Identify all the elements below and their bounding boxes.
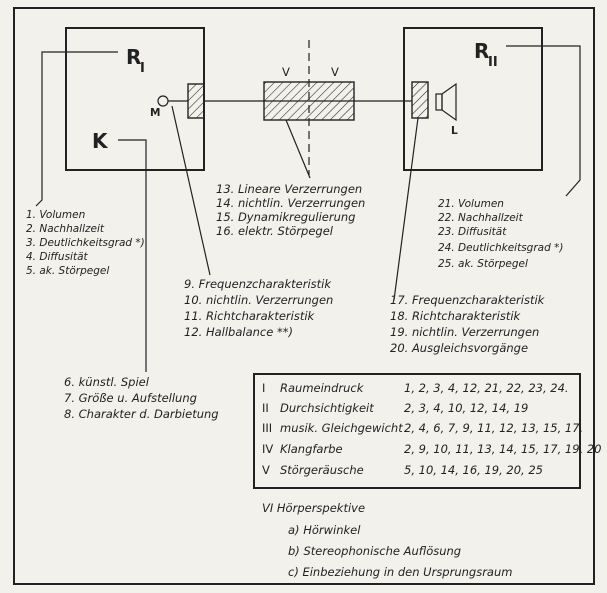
perspective-section: VI Hörperspektive a) Hörwinkel b) Stereo… <box>262 501 512 579</box>
source-k-label: K <box>92 129 109 153</box>
loudspeaker-item: 20. Ausgleichsvorgänge <box>390 341 528 355</box>
perspective-item: c) Einbeziehung in den Ursprungsraum <box>288 565 512 579</box>
transmission-block <box>263 81 355 121</box>
room-1-item: 5. ak. Störpegel <box>26 265 109 277</box>
room-2-box <box>403 27 543 171</box>
outer-frame <box>13 7 595 585</box>
loudspeaker-item: 17. Frequenzcharakteristik <box>390 293 546 307</box>
mic-label: M <box>150 107 160 119</box>
loudspeaker-icon <box>435 82 457 122</box>
room-2-item: 23. Diffusität <box>438 226 507 238</box>
transmission-item: 15. Dynamikregulierung <box>216 210 355 224</box>
room-2-item: 25. ak. Störpegel <box>438 258 528 270</box>
criteria-num: III <box>262 421 272 435</box>
room-2-item: 22. Nachhallzeit <box>438 212 524 224</box>
criteria-refs: 5, 10, 14, 16, 19, 20, 25 <box>404 463 543 477</box>
criteria-num: IV <box>262 442 273 456</box>
criteria-refs: 2, 4, 6, 7, 9, 11, 12, 13, 15, 17. <box>404 421 583 435</box>
leader-lines <box>35 45 581 372</box>
criteria-row: III musik. Gleichgewicht 2, 4, 6, 7, 9, … <box>262 421 583 435</box>
criteria-num: I <box>262 381 265 395</box>
criteria-row: V Störgeräusche 5, 10, 14, 16, 19, 20, 2… <box>262 463 543 477</box>
mic-transducer <box>187 83 205 119</box>
room-2-list: 21. Volumen 22. Nachhallzeit 23. Diffusi… <box>438 198 563 270</box>
transmission-list: 13. Lineare Verzerrungen 14. nichtlin. V… <box>216 182 365 238</box>
criteria-refs: 1, 2, 3, 4, 12, 21, 22, 23, 24. <box>404 381 569 395</box>
criteria-name: Klangfarbe <box>280 442 343 456</box>
room-1-list: 1. Volumen 2. Nachhallzeit 3. Deutlichke… <box>26 209 145 277</box>
v-right-label: V <box>331 65 339 79</box>
transmission-item: 16. elektr. Störpegel <box>216 224 334 238</box>
loudspeaker-item: 19. nichtlin. Verzerrungen <box>390 325 539 339</box>
transmission-item: 13. Lineare Verzerrungen <box>216 182 362 196</box>
room-1-item: 4. Diffusität <box>26 251 89 263</box>
perspective-item: a) Hörwinkel <box>288 523 361 537</box>
mic-item: 9. Frequenzcharakteristik <box>184 277 332 291</box>
mic-list: 9. Frequenzcharakteristik 10. nichtlin. … <box>184 277 333 339</box>
criteria-refs: 2, 3, 4, 10, 12, 14, 19 <box>404 401 528 415</box>
mic-item: 10. nichtlin. Verzerrungen <box>184 293 333 307</box>
criteria-num: II <box>262 401 269 415</box>
transmission-item: 14. nichtlin. Verzerrungen <box>216 196 365 210</box>
perspective-title: VI Hörperspektive <box>262 501 365 515</box>
room-1-item: 1. Volumen <box>26 209 85 221</box>
criteria-name: Störgeräusche <box>280 463 364 477</box>
criteria-name: musik. Gleichgewicht <box>280 421 403 435</box>
loudspeaker-list: 17. Frequenzcharakteristik 18. Richtchar… <box>390 293 546 355</box>
room-1-item: 2. Nachhallzeit <box>26 223 105 235</box>
mic-item: 11. Richtcharakteristik <box>184 309 316 323</box>
source-item: 8. Charakter d. Darbietung <box>64 407 219 421</box>
criteria-name: Raumeindruck <box>280 381 365 395</box>
room-2-subscript: II <box>488 55 498 70</box>
source-item: 6. künstl. Spiel <box>64 375 150 389</box>
room-1-subscript: I <box>140 61 145 76</box>
room-2-item: 24. Deutlichkeitsgrad *) <box>438 242 563 254</box>
loudspeaker-label: L <box>451 125 458 137</box>
v-left-label: V <box>282 65 290 79</box>
criteria-row: I Raumeindruck 1, 2, 3, 4, 12, 21, 22, 2… <box>262 381 569 395</box>
source-item: 7. Größe u. Aufstellung <box>64 391 197 405</box>
source-list: 6. künstl. Spiel 7. Größe u. Aufstellung… <box>64 375 219 421</box>
criteria-refs: 2, 9, 10, 11, 13, 14, 15, 17, 19, 20 <box>404 442 602 456</box>
microphone-icon <box>157 95 188 107</box>
criteria-name: Durchsichtigkeit <box>280 401 374 415</box>
room-2-item: 21. Volumen <box>438 198 504 210</box>
room-2-label: R <box>474 39 489 63</box>
criteria-num: V <box>262 463 270 477</box>
mic-item: 12. Hallbalance **) <box>184 325 293 339</box>
loudspeaker-transducer <box>411 81 429 119</box>
perspective-item: b) Stereophonische Auflösung <box>288 544 461 558</box>
room-1-item: 3. Deutlichkeitsgrad *) <box>26 237 145 249</box>
criteria-table: I Raumeindruck 1, 2, 3, 4, 12, 21, 22, 2… <box>262 381 602 477</box>
room-1-label: R <box>126 45 141 69</box>
criteria-row: IV Klangfarbe 2, 9, 10, 11, 13, 14, 15, … <box>262 442 602 456</box>
criteria-row: II Durchsichtigkeit 2, 3, 4, 10, 12, 14,… <box>262 401 528 415</box>
loudspeaker-item: 18. Richtcharakteristik <box>390 309 522 323</box>
criteria-box <box>253 373 581 489</box>
